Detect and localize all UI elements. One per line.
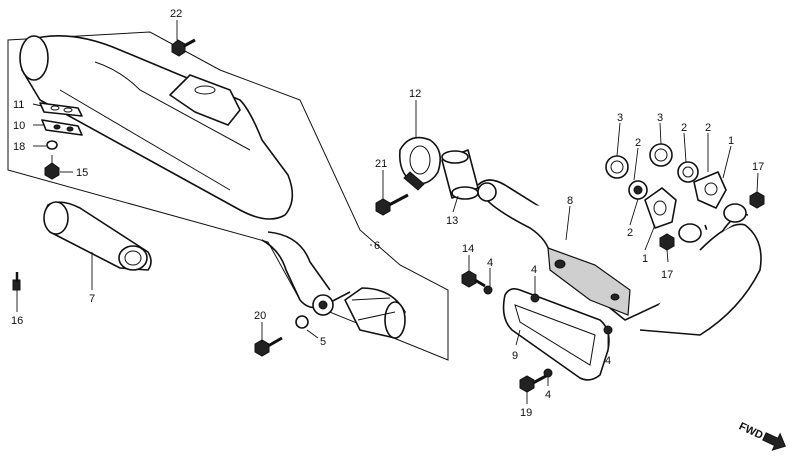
callout-16: 16 — [11, 315, 23, 327]
nut-4b — [530, 293, 540, 303]
callout-12: 12 — [409, 88, 421, 100]
bolt-19 — [519, 374, 547, 393]
muffler-assembly-outline — [7, 31, 449, 361]
callout-17b: 17 — [752, 161, 764, 173]
callout-17a: 17 — [661, 269, 673, 281]
callout-11: 11 — [13, 99, 24, 111]
callout-labels: 22 11 10 18 15 7 16 20 5 6 12 21 13 14 4… — [11, 8, 764, 419]
gasket-5 — [295, 315, 309, 329]
callout-15: 15 — [76, 167, 88, 179]
bolt-16 — [12, 272, 21, 291]
bolt-20 — [254, 336, 283, 357]
nut-17b — [749, 191, 765, 209]
callout-1b: 1 — [642, 253, 648, 265]
flange-1a — [644, 187, 677, 229]
callout-5: 5 — [320, 336, 326, 348]
callout-2a: 2 — [635, 137, 641, 149]
sleeve-13 — [441, 149, 479, 200]
callout-2d: 2 — [627, 227, 633, 239]
callout-7: 7 — [89, 293, 95, 305]
callout-20: 20 — [254, 310, 266, 322]
gasket-3a — [605, 155, 629, 179]
collar-2b — [677, 161, 699, 183]
flange-1b — [693, 171, 727, 209]
callout-21: 21 — [375, 158, 387, 170]
clamp-12[interactable] — [398, 136, 441, 191]
callout-9: 9 — [512, 350, 518, 362]
callout-4d: 4 — [545, 389, 551, 401]
bolt-14 — [461, 270, 486, 288]
callout-22: 22 — [170, 8, 182, 20]
callout-2c: 2 — [705, 122, 711, 134]
nut-17a — [659, 233, 675, 251]
callout-13: 13 — [446, 215, 458, 227]
callout-8: 8 — [567, 195, 573, 207]
collar-11 — [39, 102, 83, 117]
nut-15 — [44, 155, 60, 180]
bolt-22 — [171, 38, 196, 57]
exhaust-pipe-8[interactable] — [477, 179, 762, 336]
callout-6: 6 — [374, 240, 380, 252]
fwd-label: FWD — [737, 420, 765, 441]
nut-4a — [483, 285, 493, 295]
bolt-21 — [375, 193, 409, 216]
callout-4a: 4 — [487, 257, 493, 269]
callout-1a: 1 — [728, 135, 734, 147]
rubber-10 — [41, 119, 83, 136]
heat-protector-7[interactable] — [43, 201, 152, 271]
callout-3b: 3 — [657, 112, 663, 124]
callout-2b: 2 — [681, 122, 687, 134]
callout-3a: 3 — [617, 112, 623, 124]
callout-14: 14 — [462, 243, 474, 255]
gasket-3b — [649, 143, 673, 167]
callout-10: 10 — [13, 120, 25, 132]
callout-18: 18 — [13, 141, 25, 153]
collar-2a — [628, 180, 648, 200]
muffler-joint — [312, 287, 406, 339]
heat-shield-9[interactable] — [502, 288, 610, 381]
muffler[interactable] — [19, 35, 351, 309]
callout-4b: 4 — [531, 264, 537, 276]
nut-4c — [603, 325, 613, 335]
fwd-arrow: FWD — [737, 420, 786, 451]
washer-18 — [46, 140, 58, 150]
leader-lines — [16, 20, 759, 404]
callout-4c: 4 — [605, 355, 611, 367]
muffler-bracket — [169, 74, 241, 126]
callout-19: 19 — [520, 407, 532, 419]
